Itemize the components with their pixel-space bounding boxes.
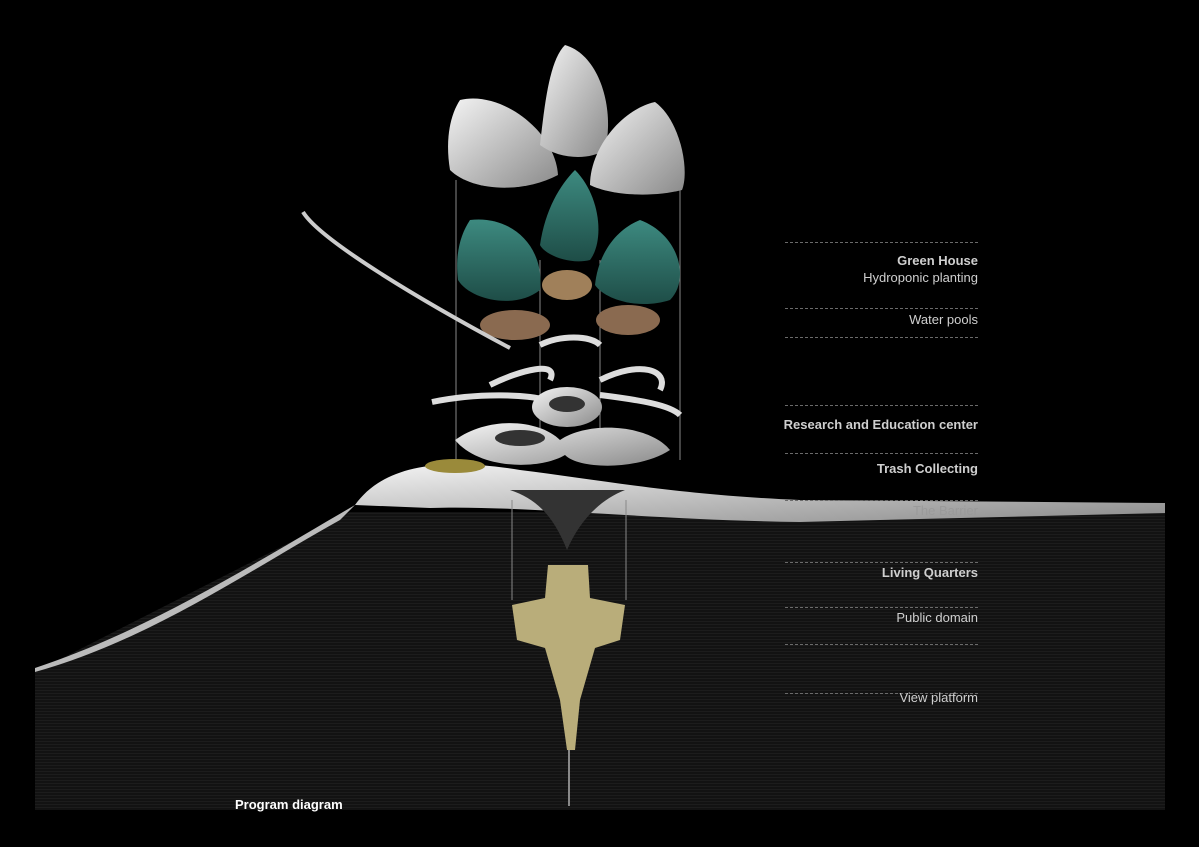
- shell-left: [448, 98, 558, 188]
- shell-center: [540, 45, 609, 157]
- divider: [785, 242, 978, 243]
- divider: [785, 453, 978, 454]
- label-view: View platform: [899, 690, 978, 705]
- label-water-pools: Water pools: [909, 312, 978, 327]
- divider: [785, 337, 978, 338]
- research-center: [455, 423, 670, 466]
- label-research: Research and Education center: [783, 417, 978, 432]
- diagram-title: Program diagram: [235, 797, 343, 812]
- greenhouse-left: [457, 219, 541, 301]
- divider: [785, 308, 978, 309]
- divider: [785, 500, 978, 501]
- funnel: [510, 490, 625, 550]
- water-section: [35, 512, 1165, 810]
- label-barrier: The Barrier: [912, 503, 978, 518]
- label-trash: Trash Collecting: [876, 461, 978, 476]
- antenna: [301, 210, 511, 350]
- divider: [785, 405, 978, 406]
- divider: [785, 562, 978, 563]
- label-living: Living Quarters: [881, 565, 978, 580]
- divider: [785, 693, 978, 694]
- living-quarters: [512, 565, 625, 750]
- label-hydroponic: Hydroponic planting: [863, 270, 978, 285]
- shell-right: [590, 102, 685, 195]
- greenhouse-center: [540, 170, 599, 262]
- label-green-house: Green House: [897, 253, 978, 268]
- divider: [785, 644, 978, 645]
- label-public: Public domain: [896, 610, 978, 625]
- divider: [785, 607, 978, 608]
- greenhouse-right: [595, 220, 680, 305]
